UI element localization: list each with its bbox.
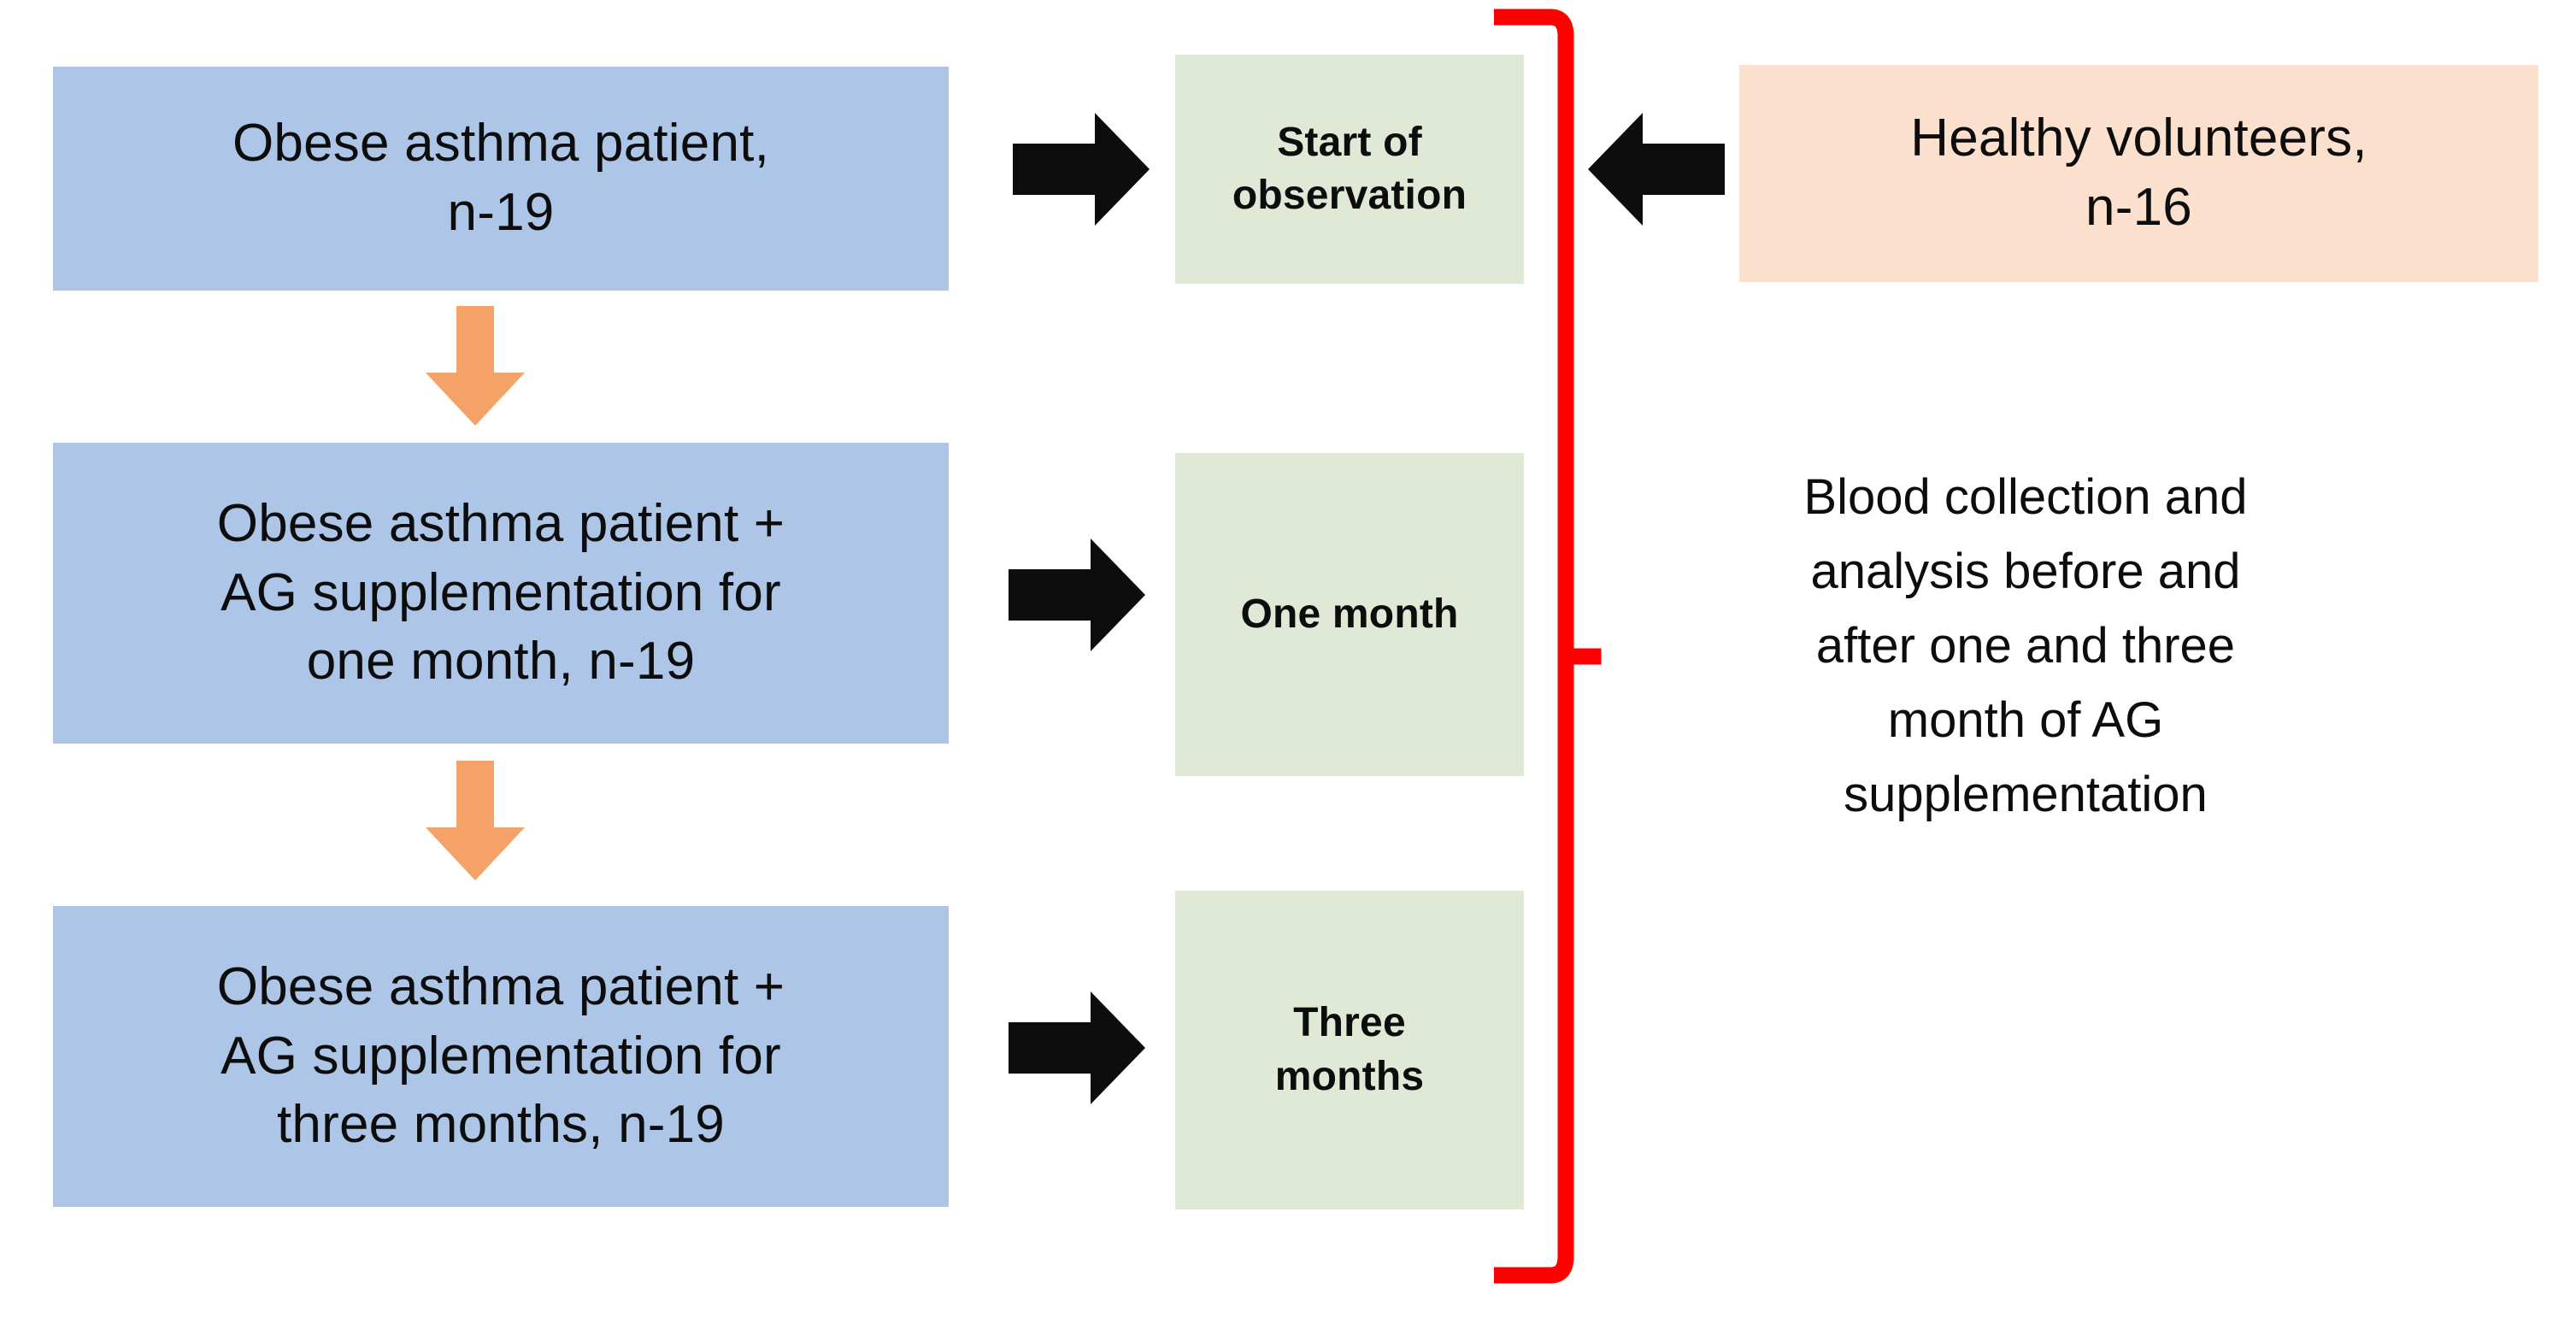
timepoint-box-three-months: Three months (1175, 891, 1524, 1209)
treatment-box-baseline: Obese asthma patient, n-19 (53, 67, 949, 291)
step-down-arrow-baseline-to-one-month (424, 306, 526, 426)
timepoint-box-one-month: One month (1175, 453, 1524, 776)
flow-arrow-control-to-start (1588, 113, 1725, 226)
timepoint-box-start-of-observation: Start of observation (1175, 55, 1524, 284)
step-down-arrow-one-month-to-three-months (424, 761, 526, 880)
bracket-note-text: Blood collection and analysis before and… (1803, 469, 2248, 822)
control-box-healthy-volunteers: Healthy volunteers, n-16 (1739, 65, 2538, 282)
treatment-box-three-months: Obese asthma patient + AG supplementatio… (53, 906, 949, 1207)
timepoint-box-three-months-label: Three months (1274, 1000, 1425, 1099)
treatment-box-one-month: Obese asthma patient + AG supplementatio… (53, 443, 949, 744)
treatment-box-baseline-label: Obese asthma patient, n-19 (232, 114, 769, 242)
flow-arrow-baseline-to-start (1013, 113, 1150, 226)
treatment-box-three-months-label: Obese asthma patient + AG supplementatio… (216, 957, 785, 1155)
flow-arrow-three-months-to-timepoint (1009, 991, 1145, 1104)
control-box-healthy-volunteers-label: Healthy volunteers, n-16 (1910, 109, 2367, 237)
treatment-box-one-month-label: Obese asthma patient + AG supplementatio… (216, 494, 785, 691)
timepoint-box-start-of-observation-label: Start of observation (1232, 119, 1467, 218)
timepoint-box-one-month-label: One month (1240, 591, 1459, 637)
sampling-bracket (1494, 7, 1614, 1289)
flow-arrow-one-month-to-timepoint (1009, 538, 1145, 651)
